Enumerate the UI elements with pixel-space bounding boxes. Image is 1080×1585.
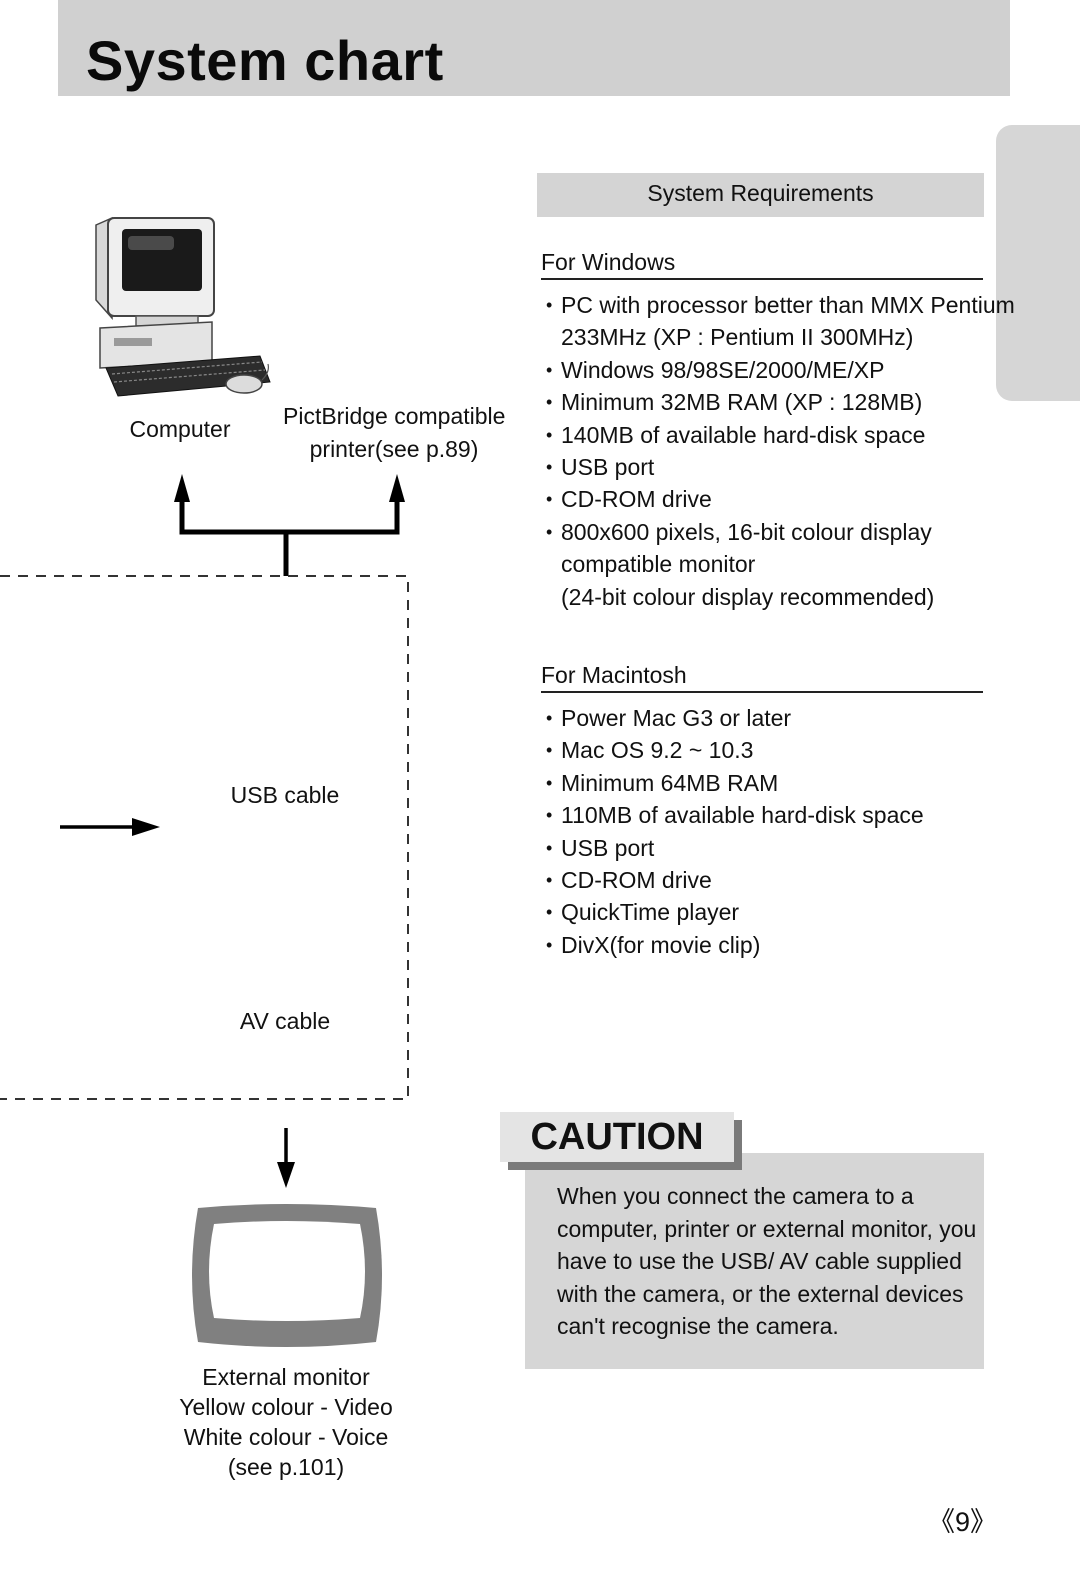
arrow-down [277,1128,295,1188]
list-item-text: QuickTime player [561,899,740,926]
list-item-text: CD-ROM drive [561,486,712,513]
list-item-text: 110MB of available hard-disk space [561,802,924,829]
macintosh-requirements-list: Power Mac G3 or later Mac OS 9.2 ~ 10.3 … [546,702,986,962]
printer-label-line: PictBridge compatible [283,403,506,429]
computer-icon [95,216,271,397]
usb-cable-label: USB cable [230,782,340,808]
side-tab [996,125,1080,401]
printer-label: PictBridge compatible printer(see p.89) [283,400,505,466]
list-item: 800x600 pixels, 16-bit colour display co… [546,516,986,613]
monitor-label: External monitor Yellow colour - Video W… [146,1362,426,1482]
list-item: USB port [546,832,986,865]
list-item-text: 140MB of available hard-disk space [561,421,926,448]
caution-panel [525,1153,984,1369]
list-item: DivX(for movie clip) [546,929,986,962]
list-item-text: DivX(for movie clip) [561,931,761,958]
list-item-text: 233MHz (XP : Pentium II 300MHz) [561,324,914,351]
input-arrow [60,818,160,836]
monitor-label-line: External monitor [202,1364,370,1390]
list-item-text: Mac OS 9.2 ~ 10.3 [561,737,754,764]
list-item: 140MB of available hard-disk space [546,419,986,452]
list-item: QuickTime player [546,896,986,929]
list-item: 110MB of available hard-disk space [546,799,986,832]
caution-label: CAUTION [530,1116,704,1158]
caution-text: When you connect the camera to a compute… [557,1180,977,1343]
windows-requirements-list: PC with processor better than MMX Pentiu… [546,289,1015,613]
list-item-text: Power Mac G3 or later [561,705,792,731]
requirements-header-box [537,173,984,217]
monitor-label-line: (see p.101) [227,1454,345,1480]
caution-line: can't recognise the camera. [557,1313,839,1340]
caution-line: When you connect the camera to a [557,1183,914,1209]
list-item: Power Mac G3 or later [546,702,986,735]
camera-frame [0,575,409,1100]
list-item-text: USB port [561,454,655,481]
list-item-text: CD-ROM drive [561,867,712,894]
caution-line: computer, printer or external monitor, y… [557,1215,977,1242]
requirements-title: System Requirements [647,180,874,206]
list-item-text: USB port [561,834,655,861]
page-title: System chart [86,29,444,92]
computer-label: Computer [129,416,231,442]
macintosh-heading: For Macintosh [541,662,983,693]
printer-label-line: printer(see p.89) [309,436,479,462]
monitor-label-line: Yellow colour - Video [179,1394,393,1420]
connector-to-devices [174,474,405,576]
list-item-text: PC with processor better than MMX Pentiu… [561,292,1015,318]
list-item: USB port [546,451,986,484]
list-item: Minimum 32MB RAM (XP : 128MB) [546,386,986,419]
windows-heading: For Windows [541,249,983,280]
list-item-text: (24-bit colour display recommended) [561,583,935,610]
list-item-text: Minimum 64MB RAM [561,769,779,796]
list-item-text: Windows 98/98SE/2000/ME/XP [561,356,885,383]
list-item: CD-ROM drive [546,483,986,516]
page-number: 《9》 [928,1507,998,1537]
header-bar [58,0,1010,96]
list-item: Minimum 64MB RAM [546,767,986,800]
list-item-text: Minimum 32MB RAM (XP : 128MB) [561,389,923,416]
list-item-text: compatible monitor [561,551,756,578]
caution-tag [500,1112,734,1162]
list-item: CD-ROM drive [546,864,986,897]
av-cable-label: AV cable [239,1008,331,1034]
monitor-label-line: White colour - Voice [183,1424,389,1450]
list-item-text: 800x600 pixels, 16-bit colour display [561,518,932,545]
external-monitor-icon [192,1204,382,1347]
list-item: Mac OS 9.2 ~ 10.3 [546,734,986,767]
caution-line: with the camera, or the external devices [557,1280,964,1307]
list-item: PC with processor better than MMX Pentiu… [546,289,1015,354]
list-item: Windows 98/98SE/2000/ME/XP [546,354,986,387]
caution-line: have to use the USB/ AV cable supplied [557,1248,962,1275]
